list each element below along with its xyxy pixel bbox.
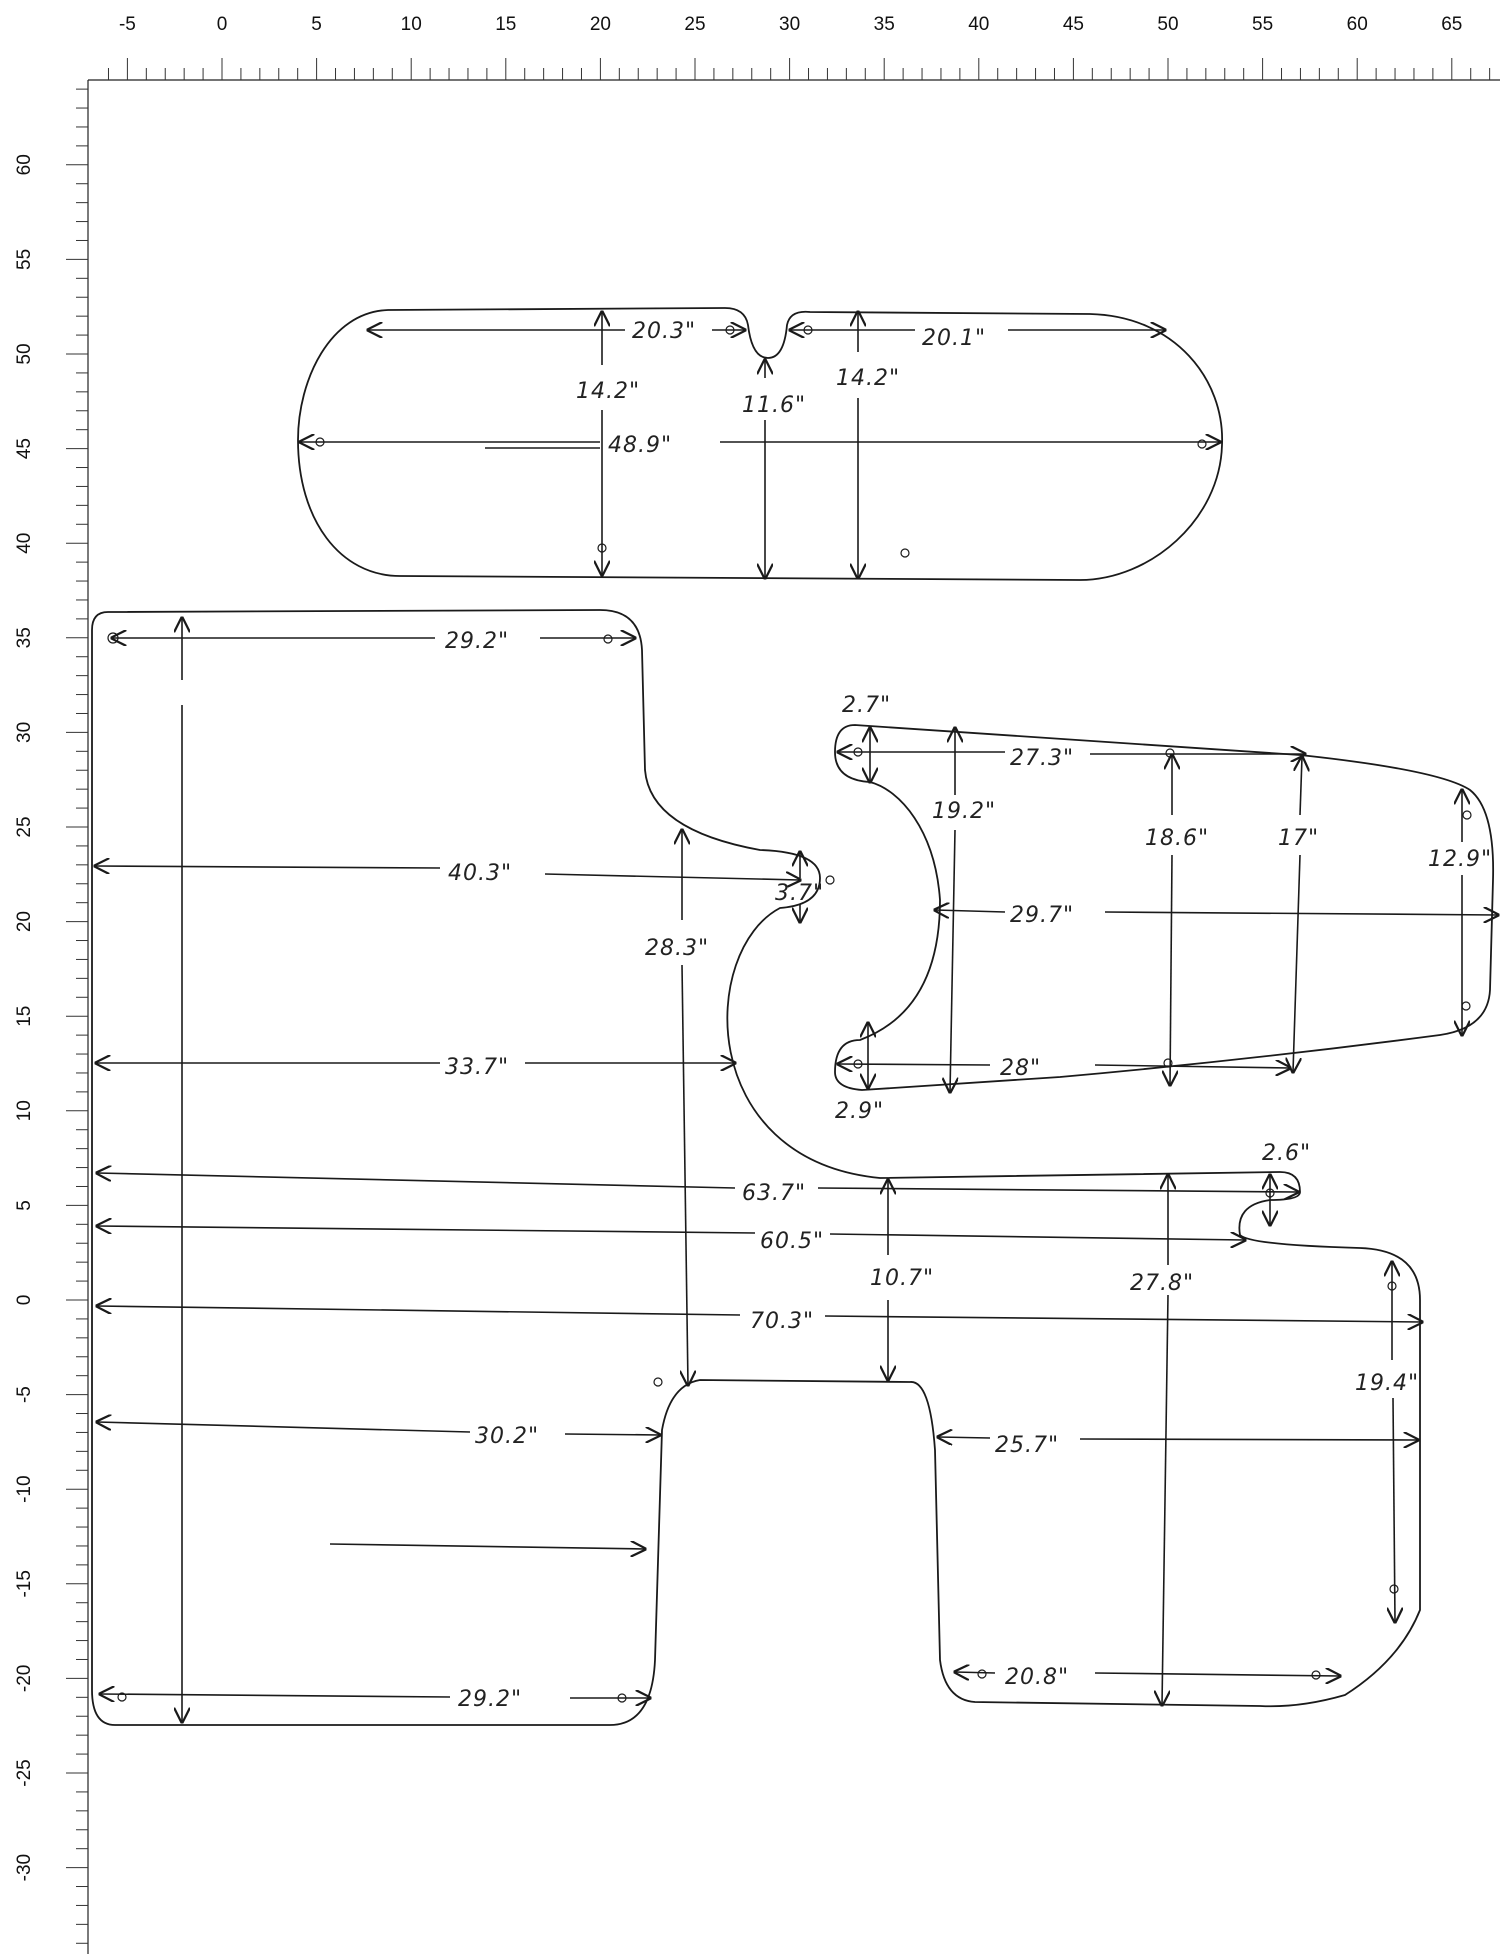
ruler-label: -5 <box>14 1386 35 1403</box>
ruler-label: 45 <box>1063 14 1084 35</box>
vertical-ruler-ticks <box>66 88 88 1944</box>
right-piece-outline <box>834 724 1495 1091</box>
dim-large-28-3: 28.3" <box>645 936 709 961</box>
dim-large-33-7: 33.7" <box>445 1055 509 1080</box>
dim-right-2-7: 2.7" <box>842 693 891 718</box>
ruler-label: 10 <box>401 14 422 35</box>
right-piece: 2.7" 27.3" 19.2" 18.6" 17" 12.9" 29.7" 2… <box>834 693 1498 1124</box>
ruler-label: 20 <box>590 14 611 35</box>
ruler-label: -25 <box>14 1759 35 1786</box>
ruler-label: 15 <box>14 1006 35 1027</box>
ruler-label: -10 <box>14 1475 35 1502</box>
ruler-label: 5 <box>14 1200 35 1211</box>
ruler-label: 30 <box>779 14 800 35</box>
dim-large-60-5: 60.5" <box>760 1229 824 1254</box>
dim-large-20-8: 20.8" <box>1005 1665 1069 1690</box>
ruler-label: 65 <box>1441 14 1462 35</box>
dim-right-18-6: 18.6" <box>1145 826 1209 851</box>
horizontal-ruler: -5 0 5 10 15 20 25 30 35 40 45 50 55 60 65 <box>88 14 1500 81</box>
ruler-label: 40 <box>968 14 989 35</box>
ruler-label: 15 <box>495 14 516 35</box>
dim-large-27-8: 27.8" <box>1130 1271 1194 1296</box>
ruler-label: 25 <box>14 816 35 837</box>
ruler-label: 60 <box>1347 14 1368 35</box>
dim-top-14-2-right: 14.2" <box>836 366 900 391</box>
top-piece-outline <box>297 307 1223 581</box>
dim-large-63-7: 63.7" <box>742 1181 806 1206</box>
horizontal-ruler-ticks <box>107 58 1491 80</box>
ruler-label: 50 <box>1157 14 1178 35</box>
ruler-label: 5 <box>311 14 322 35</box>
ruler-label: 20 <box>14 911 35 932</box>
ruler-label: 55 <box>1252 14 1273 35</box>
dim-right-27-3: 27.3" <box>1010 746 1074 771</box>
dim-top-48-9: 48.9" <box>608 433 672 458</box>
ruler-label: 35 <box>874 14 895 35</box>
dim-right-2-9: 2.9" <box>835 1099 884 1124</box>
large-piece: 29.2" 40.3" 3.7" 28.3" 33.7" 63.7" 2.6" <box>91 609 1422 1726</box>
dim-large-3-7: 3.7" <box>775 881 824 906</box>
dim-right-17: 17" <box>1278 826 1319 851</box>
ruler-label: 0 <box>14 1295 35 1306</box>
ruler-label: 40 <box>14 533 35 554</box>
dim-top-14-2-left: 14.2" <box>576 379 640 404</box>
dim-large-70-3: 70.3" <box>750 1309 814 1334</box>
dim-large-19-4: 19.4" <box>1355 1371 1419 1396</box>
ruler-label: -30 <box>14 1854 35 1881</box>
ruler-label: 35 <box>14 627 35 648</box>
dim-large-29-2-top: 29.2" <box>445 629 509 654</box>
dim-large-30-2: 30.2" <box>475 1424 539 1449</box>
dim-large-40-3: 40.3" <box>448 861 512 886</box>
ruler-label: 55 <box>14 249 35 270</box>
dim-top-20-1: 20.1" <box>922 326 986 351</box>
ruler-label: -15 <box>14 1570 35 1597</box>
dim-large-25-7: 25.7" <box>995 1433 1059 1458</box>
top-piece: 20.3" 20.1" 14.2" 11.6" 14.2" 48.9" <box>297 307 1223 581</box>
vertical-ruler: 605550454035302520151050-5-10-15-20-25-3… <box>14 80 89 1954</box>
dim-top-20-3: 20.3" <box>632 319 696 344</box>
ruler-label: 45 <box>14 438 35 459</box>
large-piece-outline <box>91 609 1421 1726</box>
ruler-label: 0 <box>217 14 228 35</box>
vertical-ruler-labels: 605550454035302520151050-5-10-15-20-25-3… <box>14 154 35 1881</box>
horizontal-ruler-labels: -5 0 5 10 15 20 25 30 35 40 45 50 55 60 65 <box>119 14 1462 35</box>
ruler-label: -20 <box>14 1665 35 1692</box>
dim-large-29-2-bottom: 29.2" <box>458 1687 522 1712</box>
dim-right-29-7: 29.7" <box>1010 903 1074 928</box>
dim-large-2-6: 2.6" <box>1262 1141 1311 1166</box>
dim-large-10-7: 10.7" <box>870 1266 934 1291</box>
ruler-label: 60 <box>14 154 35 175</box>
dim-top-11-6: 11.6" <box>742 393 806 418</box>
ruler-label: 50 <box>14 343 35 364</box>
ruler-label: 25 <box>684 14 705 35</box>
dim-right-12-9: 12.9" <box>1428 847 1492 872</box>
ruler-label: 30 <box>14 722 35 743</box>
dim-right-28: 28" <box>1000 1056 1041 1081</box>
ruler-label: 10 <box>14 1100 35 1121</box>
dim-right-19-2: 19.2" <box>932 799 996 824</box>
ruler-label: -5 <box>119 14 136 35</box>
